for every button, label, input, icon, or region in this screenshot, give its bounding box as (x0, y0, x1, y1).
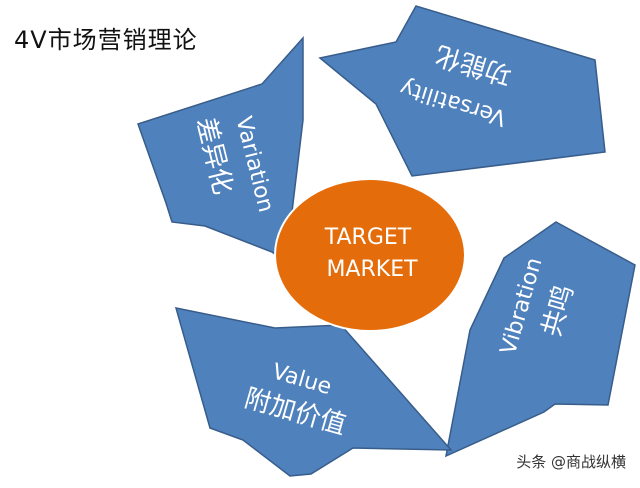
arrow-value: Value 附加价值 (174, 307, 453, 477)
target-market-label-line1: TARGET (324, 225, 412, 250)
target-market-circle: TARGET MARKET (274, 178, 466, 332)
arrow-vibration-shape (444, 221, 636, 458)
target-market-label-line2: MARKET (326, 257, 418, 282)
arrow-variation: Variation 差异化 (137, 36, 304, 264)
arrow-value-shape (174, 307, 453, 477)
arrow-vibration: Vibration 共鸣 (444, 221, 636, 458)
arrow-versatility-shape (318, 5, 606, 177)
source-watermark: 头条 @商战纵横 (516, 453, 626, 471)
target-market-ellipse (274, 178, 466, 332)
page-title: 4V市场营销理论 (14, 26, 198, 54)
arrow-versatility: Versatility 功能化 (318, 5, 606, 177)
